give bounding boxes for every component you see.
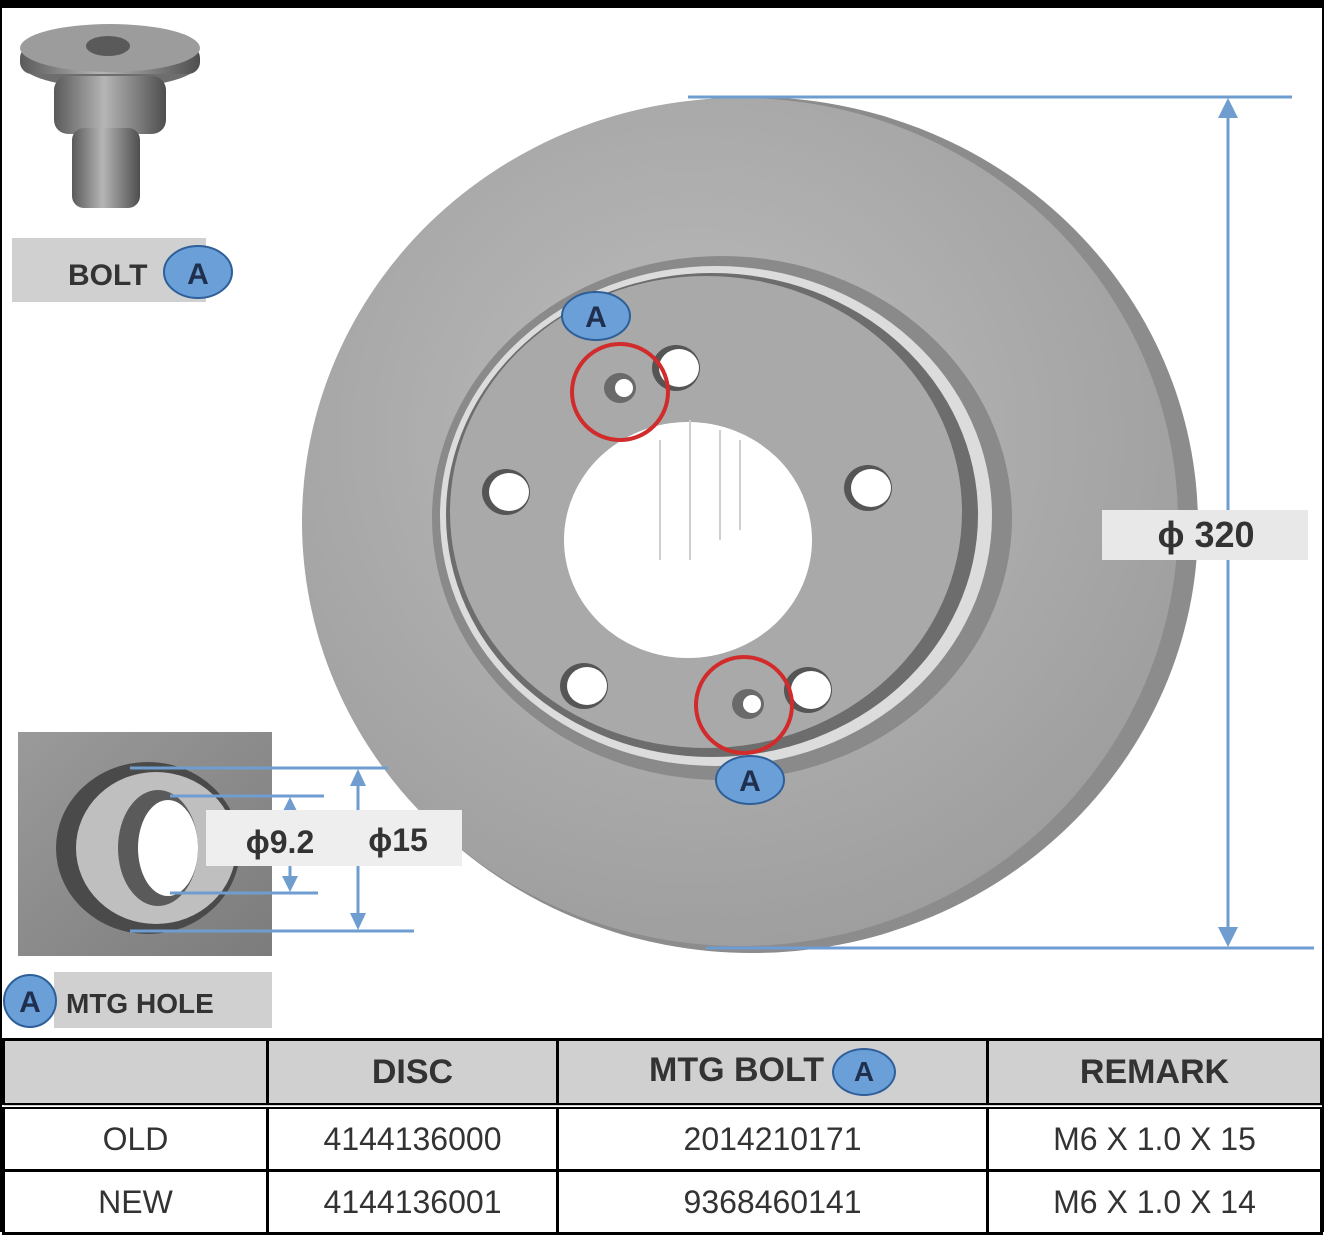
header-disc: DISC xyxy=(266,1038,559,1108)
wheel-stud-hole xyxy=(791,671,831,709)
table-row: OLD 4144136000 2014210171 M6 X 1.0 X 15 xyxy=(2,1104,1323,1172)
remark: M6 X 1.0 X 14 xyxy=(986,1169,1323,1235)
wheel-stud-hole xyxy=(659,349,699,387)
mtg-hole-label-box: A MTG HOLE xyxy=(3,972,272,1028)
header-mtg-bolt-text: MTG BOLT xyxy=(649,1050,824,1089)
disc-part-number: 4144136001 xyxy=(266,1169,559,1235)
bolt-label-box: BOLT A xyxy=(12,238,233,302)
remark: M6 X 1.0 X 15 xyxy=(986,1104,1323,1172)
wheel-stud-hole xyxy=(567,667,607,705)
bolt-part-number: 2014210171 xyxy=(556,1104,989,1172)
row-label: OLD xyxy=(2,1104,269,1172)
center-bore xyxy=(564,422,812,658)
badge-upper-text: A xyxy=(585,301,607,334)
wheel-stud-hole xyxy=(851,469,891,507)
header-badge: A xyxy=(832,1048,896,1096)
table-row: NEW 4144136001 9368460141 M6 X 1.0 X 14 xyxy=(2,1169,1323,1235)
mtg-hole-lower xyxy=(743,695,761,713)
badge-lower-text: A xyxy=(739,765,761,798)
bolt-badge-text: A xyxy=(187,258,209,291)
outer-diameter-label: ϕ15 xyxy=(368,822,428,858)
bolt-label: BOLT xyxy=(68,259,147,292)
disc-diameter-label: ϕ 320 xyxy=(1157,514,1254,555)
bolt-illustration xyxy=(20,24,200,208)
mtg-hole-upper xyxy=(615,379,633,397)
mtg-hole-badge-text: A xyxy=(19,986,41,1019)
disc-diameter-dimension: ϕ 320 xyxy=(688,95,1314,950)
disc-part-number: 4144136000 xyxy=(266,1104,559,1172)
brake-disc-diagram: A A ϕ 320 BOLT A xyxy=(3,24,1314,1028)
brake-disc xyxy=(302,97,1198,953)
wheel-stud-hole xyxy=(489,473,529,511)
mtg-hole-highlight-upper xyxy=(570,342,670,442)
header-blank xyxy=(2,1038,269,1108)
header-remark: REMARK xyxy=(986,1038,1323,1108)
badge-upper: A xyxy=(561,291,631,341)
mtg-hole-highlight-lower xyxy=(694,655,794,755)
mtg-hole-detail: ϕ9.2 ϕ15 xyxy=(18,732,462,956)
mtg-hole-label: MTG HOLE xyxy=(66,988,214,1019)
badge-lower: A xyxy=(715,755,785,805)
bolt-part-number: 9368460141 xyxy=(556,1169,989,1235)
inner-diameter-label: ϕ9.2 xyxy=(246,824,314,860)
row-label: NEW xyxy=(2,1169,269,1235)
